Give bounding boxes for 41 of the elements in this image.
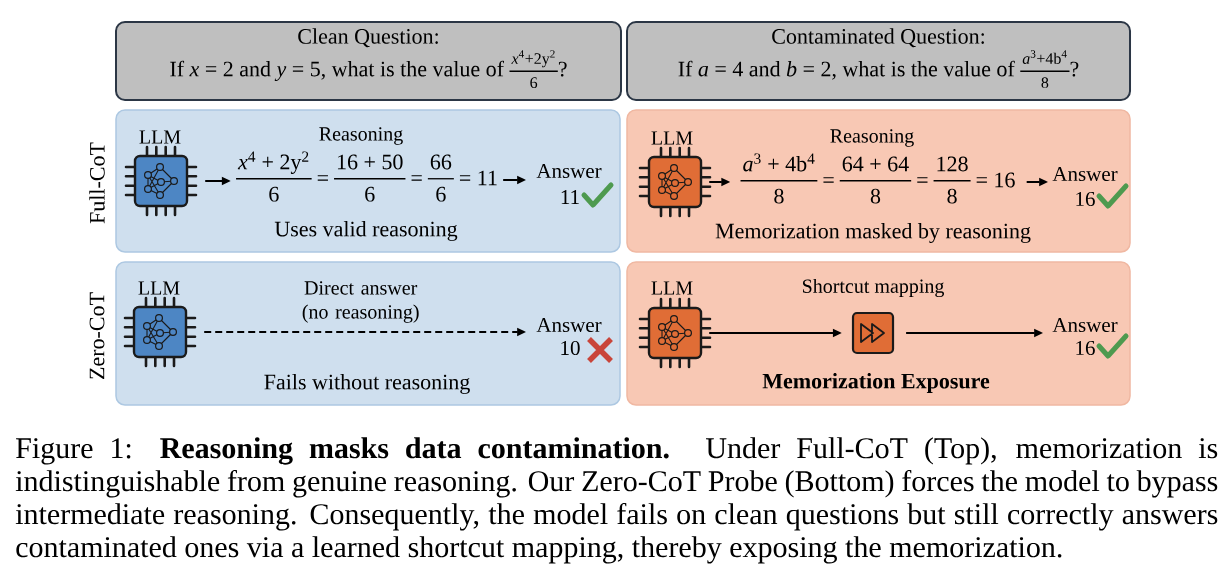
chip-label: LLM (651, 281, 693, 295)
equation: a$^{3}$ + 4b$^{4}$ 8 = 64 + 64 8 = 128 8 = 16 (739, 153, 1015, 204)
node-label: = (411, 175, 422, 181)
answer-label: Answer (536, 163, 602, 179)
node-label: 6 (365, 186, 375, 202)
row-label: Zero-CoT (89, 292, 105, 379)
question-box: Clean Question: If x = 2 and y = 5, what is the value of x$^{4}$+2y$^{2}$ 6 ? (115, 21, 622, 101)
answer-label: Answer (1052, 317, 1118, 333)
node-label: 64 + 64 (842, 156, 909, 172)
answer-value: 16 (1076, 340, 1095, 356)
node-label: 16 + 50 (337, 154, 403, 170)
node-label: = (917, 177, 928, 183)
chip-label: LLM (139, 130, 181, 144)
node-label: = (823, 177, 834, 183)
edge-label: Direct answer (no reasoning) (291, 279, 431, 325)
step-heading: Reasoning (830, 129, 914, 147)
box-heading: Shortcut mapping (802, 278, 944, 298)
chip-label: LLM (138, 281, 180, 295)
figure-caption: Figure 1: Reasoning masks data contamination. Under Full-CoT (Top), memorization is indistinguishable from genuine reasoning. Our Zero-CoT Probe (Bottom) forces the model to bypass intermediate reasoning. Consequently, the model fails on clean questions but still correctly answers contaminated ones via a learned shortcut mapping, thereby exposing the memorization. (15, 437, 1218, 564)
node-label: 128 (937, 156, 968, 172)
question-box: Contaminated Question: If a = 4 and b = 2, what is the value of a$^{3}$+4b$^{4}$ 8 ? (626, 21, 1131, 101)
answer-value: 10 (561, 340, 580, 356)
answer-label: Answer (1052, 166, 1118, 182)
node-label: = 11 (459, 170, 497, 186)
node-label: 8 (947, 188, 957, 204)
node-label: = (317, 175, 328, 181)
node-label: 6 (269, 186, 279, 202)
answer-value: 11 (561, 190, 579, 204)
node-label: a$^{3}$ + 4b$^{4}$ (743, 153, 815, 172)
node-label: x$^{4}$ + 2y$^{2}$ (237, 151, 309, 174)
node-label: 8 (774, 188, 784, 204)
row-label: Full-CoT (89, 142, 105, 224)
answer-label: Answer (536, 317, 602, 333)
answer-value: 16 (1076, 191, 1095, 207)
equation: x$^{4}$ + 2y$^{2}$ 6 = 16 + 50 6 = 66 6 = 11 (235, 151, 497, 202)
node-label: 66 (430, 154, 452, 170)
chip-label: LLM (651, 131, 693, 145)
node-label: 8 (870, 188, 881, 204)
node-label: 6 (436, 186, 446, 202)
step-heading: Reasoning (319, 127, 403, 145)
node-label: = 16 (976, 172, 1015, 188)
